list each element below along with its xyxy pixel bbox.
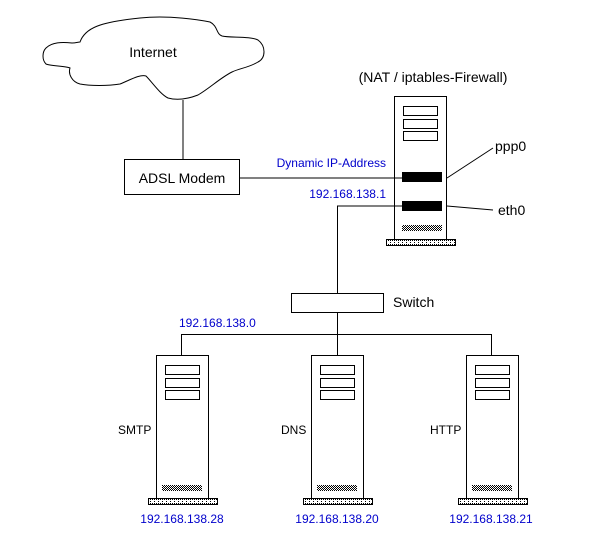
drive-bay <box>403 106 438 116</box>
drive-bay <box>475 365 510 375</box>
eth0-ip-label: 192.168.138.1 <box>309 187 386 201</box>
vent-icon <box>472 485 512 491</box>
vent-icon <box>162 485 202 491</box>
drive-bay <box>403 119 438 129</box>
modem-box <box>124 159 240 195</box>
server-tower <box>466 355 519 499</box>
ppp0-ip-label: Dynamic IP-Address <box>277 156 386 170</box>
server-tower <box>156 355 209 499</box>
nic-eth0-icon <box>402 201 442 211</box>
dns-label: DNS <box>281 423 306 437</box>
switch-label: Switch <box>393 294 434 310</box>
http-ip: 192.168.138.21 <box>449 512 533 526</box>
switch: Switch <box>291 293 434 313</box>
network-label: 192.168.138.0 <box>179 316 256 330</box>
ppp0-callout <box>446 147 494 179</box>
ppp0-label: ppp0 <box>495 138 526 154</box>
tower-base <box>148 498 218 505</box>
eth0-label: eth0 <box>498 202 525 218</box>
cloud-label: Internet <box>129 44 177 60</box>
http-label: HTTP <box>430 423 461 437</box>
firewall-title: (NAT / iptables-Firewall) <box>359 69 508 85</box>
smtp-label: SMTP <box>118 423 151 437</box>
server-tower <box>311 355 364 499</box>
drive-bay <box>475 390 510 400</box>
tower-base <box>386 239 456 246</box>
internet-cloud: Internet <box>42 16 265 100</box>
adsl-modem: ADSL Modem <box>124 159 240 195</box>
firewall-tower <box>394 96 447 240</box>
firewall-server: (NAT / iptables-Firewall) <box>359 69 508 246</box>
vent-icon <box>402 225 442 231</box>
drive-bay <box>165 378 200 388</box>
server-smtp <box>148 355 218 505</box>
nic-ppp0-icon <box>402 172 442 182</box>
server-dns <box>303 355 373 505</box>
modem-label: ADSL Modem <box>139 170 226 186</box>
dns-ip: 192.168.138.20 <box>295 512 379 526</box>
tower-base <box>303 498 373 505</box>
vent-icon <box>317 485 357 491</box>
server-http <box>458 355 528 505</box>
lan-bus <box>181 334 492 355</box>
switch-box <box>291 293 384 313</box>
drive-bay <box>403 131 438 141</box>
drive-bay <box>320 390 355 400</box>
drive-bay <box>320 378 355 388</box>
link-firewall-switch <box>337 205 402 293</box>
drive-bay <box>475 378 510 388</box>
drive-bay <box>165 365 200 375</box>
smtp-ip: 192.168.138.28 <box>140 512 224 526</box>
eth0-callout <box>446 205 494 211</box>
drive-bay <box>320 365 355 375</box>
tower-base <box>458 498 528 505</box>
cloud-icon <box>42 16 265 100</box>
drive-bay <box>165 390 200 400</box>
